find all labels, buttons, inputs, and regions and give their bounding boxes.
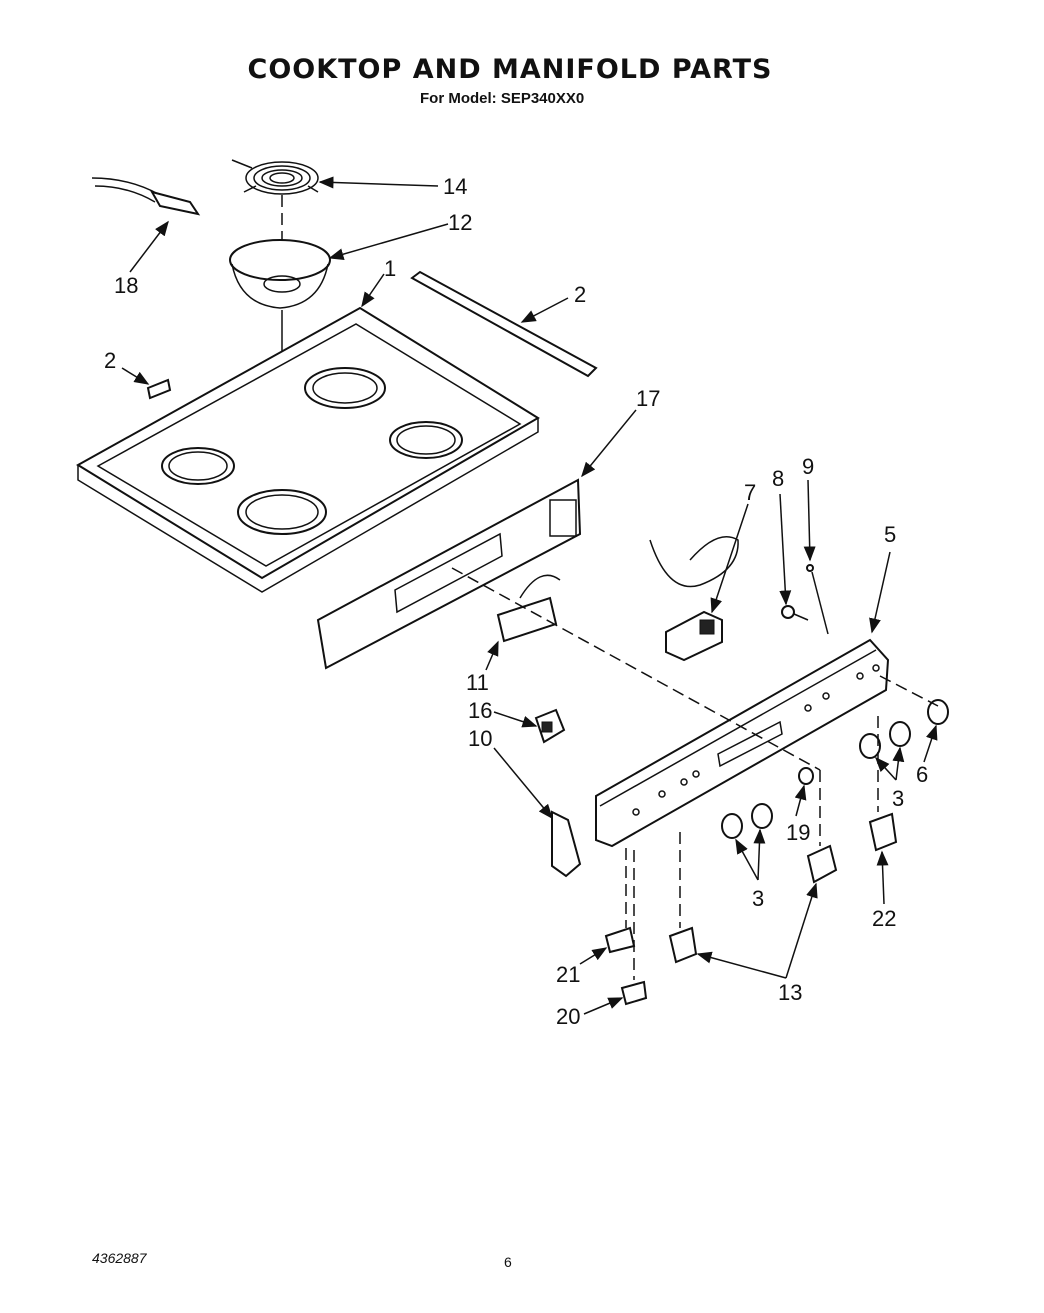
callout-5: 5 xyxy=(884,522,896,547)
manifold-bracket-part xyxy=(316,478,582,670)
callout-22: 22 xyxy=(872,906,896,931)
trim-strip-part xyxy=(146,270,598,400)
page-title: COOKTOP AND MANIFOLD PARTS xyxy=(247,54,773,85)
callout-7: 7 xyxy=(744,480,756,505)
model-subtitle: For Model: SEP340XX0 xyxy=(420,90,585,107)
callout-20: 20 xyxy=(556,1004,580,1029)
clip-part xyxy=(806,564,829,635)
screw-part xyxy=(781,605,809,621)
callout-1: 1 xyxy=(384,256,396,281)
callout-11: 11 xyxy=(466,670,489,695)
switch-16-part xyxy=(534,708,566,744)
callout-3-left: 3 xyxy=(752,886,764,911)
page-number: 6 xyxy=(504,1254,512,1270)
callout-10: 10 xyxy=(468,726,492,751)
callout-17: 17 xyxy=(636,386,660,411)
switch-wire-part xyxy=(649,536,739,662)
callout-2-right: 2 xyxy=(574,282,586,307)
callout-3-right: 3 xyxy=(892,786,904,811)
callout-8: 8 xyxy=(772,466,784,491)
callout-12: 12 xyxy=(448,210,472,235)
control-panel-part xyxy=(595,638,890,848)
callout-14: 14 xyxy=(443,174,467,199)
callout-9: 9 xyxy=(802,454,814,479)
callout-21: 21 xyxy=(556,962,580,987)
terminal-block-part xyxy=(91,177,201,216)
callout-13: 13 xyxy=(778,980,802,1005)
indicator-box-part xyxy=(496,574,561,643)
end-bracket-part xyxy=(551,810,582,878)
callout-2-left: 2 xyxy=(104,348,116,373)
surface-element-part xyxy=(231,159,319,195)
callout-6: 6 xyxy=(916,762,928,787)
callout-19: 19 xyxy=(786,820,810,845)
document-number: 4362887 xyxy=(92,1250,147,1266)
callout-16: 16 xyxy=(468,698,492,723)
callout-18: 18 xyxy=(114,273,138,298)
knob-parts xyxy=(721,699,949,839)
cooktop-part xyxy=(76,306,540,593)
switch-parts xyxy=(604,812,898,1006)
drip-bowl-part xyxy=(229,239,331,309)
